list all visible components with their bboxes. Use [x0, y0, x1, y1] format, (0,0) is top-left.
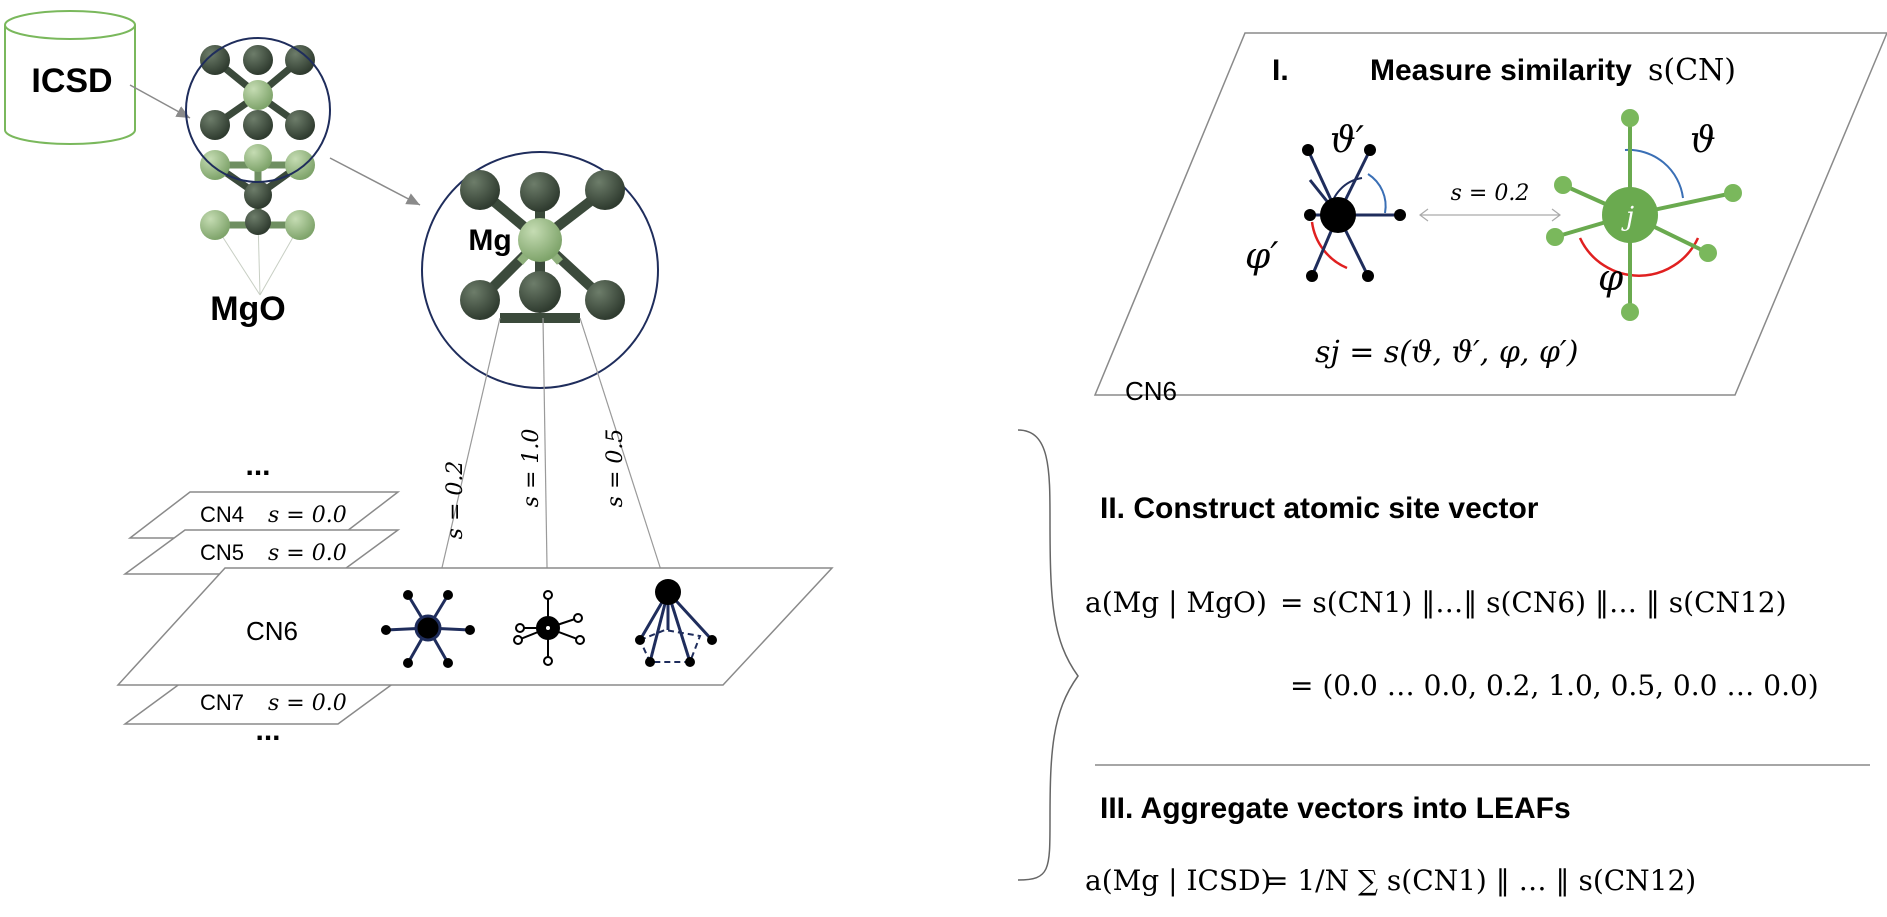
step1-numeral: I.	[1272, 54, 1289, 87]
database-cylinder-icon	[4, 10, 136, 145]
ellipsis-top: ...	[245, 449, 270, 482]
query-site-motif-icon	[1302, 144, 1406, 282]
step2-eq1-lhs: a(Mg | MgO)	[1085, 586, 1267, 619]
hexagonal-motif-icon	[513, 590, 585, 666]
plane-cn4-value: s = 0.0	[268, 503, 347, 528]
phi-prime-label: φ′	[1245, 236, 1278, 277]
step3-eq-lhs: a(Mg | ICSD)	[1085, 864, 1271, 897]
ellipsis-bottom: ...	[255, 714, 280, 747]
octahedral-motif-icon	[381, 590, 475, 668]
compound-label: MgO	[210, 290, 286, 328]
mgo-crystal-structure	[185, 37, 331, 296]
step2-eq1-rhs: = s(CN1) ‖…‖ s(CN6) ‖… ‖ s(CN12)	[1280, 586, 1787, 619]
mg-site-zoom	[421, 151, 659, 389]
plane-cn7-value: s = 0.0	[268, 691, 347, 716]
step1-title: Measure similarity	[1370, 54, 1632, 87]
plane-cn7-label: CN7	[200, 690, 244, 715]
step1-similarity: s = 0.2	[1451, 181, 1530, 206]
database-label: ICSD	[31, 62, 112, 100]
atom-label: Mg	[468, 224, 511, 257]
phi-label: φ	[1598, 258, 1624, 299]
plane-cn6-label: CN6	[246, 616, 298, 646]
step1-title-math: s(CN)	[1648, 53, 1736, 88]
pyramid-motif-icon	[635, 579, 717, 667]
step3-title: III. Aggregate vectors into LEAFs	[1100, 792, 1571, 825]
grouping-brace	[1017, 429, 1079, 881]
arrow-db-to-crystal	[129, 84, 191, 119]
arrow-crystal-to-site	[329, 157, 421, 206]
similarity-label-3: s = 0.5	[603, 429, 628, 508]
step1-panel	[1093, 32, 1887, 396]
step1-plane-label: CN6	[1125, 376, 1177, 406]
plane-cn5-value: s = 0.0	[268, 541, 347, 566]
similarity-label-1: s = 0.2	[443, 461, 468, 540]
step2-title: II. Construct atomic site vector	[1100, 492, 1539, 525]
plane-cn6	[116, 567, 834, 686]
theta-prime-label: ϑ′	[1330, 120, 1364, 161]
step1-formula: sj = s(ϑ, ϑ′, φ, φ′)	[1315, 335, 1578, 370]
reference-motif-icon	[1546, 109, 1742, 321]
plane-cn5-label: CN5	[200, 540, 244, 565]
theta-label: ϑ	[1690, 120, 1716, 161]
step2-eq2-rhs: = (0.0 … 0.0, 0.2, 1.0, 0.5, 0.0 … 0.0)	[1290, 669, 1819, 702]
plane-cn4-label: CN4	[200, 502, 244, 527]
step3-eq-rhs: = 1/N ∑ s(CN1) ‖ … ‖ s(CN12)	[1265, 864, 1696, 897]
similarity-label-2: s = 1.0	[519, 429, 544, 508]
